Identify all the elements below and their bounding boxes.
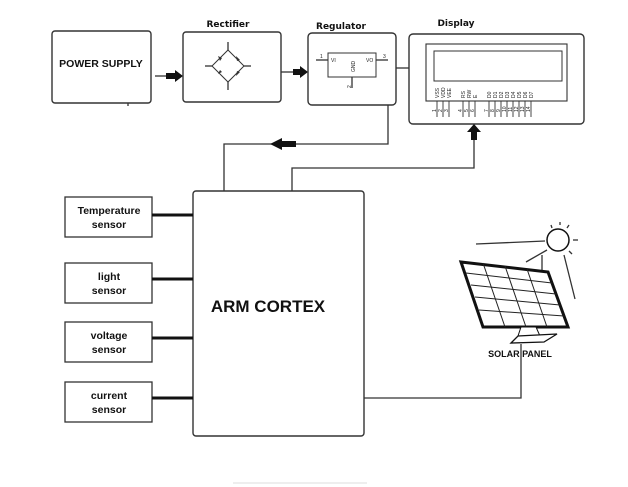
lcd-pin-number: 1 [432, 109, 438, 112]
solar-to-controller-line [364, 344, 522, 399]
arrow-rectifier-to-regulator [281, 66, 308, 78]
solar-panel-icon [458, 260, 571, 344]
lcd-pin-label: D7 [529, 91, 535, 98]
lcd-pin-number: 2 [438, 109, 444, 112]
lcd-pin-number: 14 [526, 106, 532, 112]
sensor-block: voltage sensor [64, 321, 193, 363]
lcd-pin-number: 10 [502, 106, 508, 112]
lcd-pin-label: D5 [517, 91, 523, 98]
regulator-vi-label: VI [331, 58, 336, 64]
sensor-label-line1: current [91, 390, 128, 402]
arm-cortex-block: ARM CORTEX [192, 190, 365, 437]
display-title: Display [437, 19, 474, 29]
lcd-pin-label: D1 [493, 91, 499, 98]
regulator-block: Regulator 1 3 VI VO GND 2 [307, 22, 397, 106]
sensor-label-line2: sensor [92, 219, 126, 231]
sensor-block: Temperature sensor [64, 196, 193, 238]
lcd-pin-number: 4 [458, 109, 464, 112]
sensor-list: Temperature sensor light sensor voltage senso… [64, 196, 193, 423]
lcd-pin-label: VSS [435, 87, 441, 98]
regulator-title: Regulator [316, 22, 367, 32]
power-supply-label: POWER SUPPLY [59, 58, 143, 70]
sensor-label-line2: sensor [92, 404, 126, 416]
lcd-pin-label: VEE [447, 87, 453, 98]
lcd-pin-number: 12 [514, 106, 520, 112]
regulator-pin2-label: 2 [347, 85, 353, 88]
solar-panel-block: SOLAR PANEL [364, 222, 578, 399]
lcd-pin-label: D0 [487, 91, 493, 98]
lcd-pin-label: D3 [505, 91, 511, 98]
lcd-pin-label: RW [467, 89, 473, 98]
regulator-ic-icon: 1 3 VI VO GND 2 [316, 52, 388, 88]
lcd-pin-number: 13 [520, 106, 526, 112]
lcd-pin-number: 8 [490, 109, 496, 112]
solar-panel-label: SOLAR PANEL [488, 349, 552, 359]
left-arrow-icon [270, 138, 296, 150]
lcd-pin-label: VDD [441, 87, 447, 98]
lcd-pin-label: E [473, 94, 479, 98]
lcd-pin-number: 7 [484, 109, 490, 112]
lcd-pin-number: 6 [470, 109, 476, 112]
regulator-pin3-label: 3 [383, 54, 386, 60]
lcd-pin-number: 9 [496, 109, 502, 112]
arrow-power-to-rectifier [155, 70, 183, 82]
lcd-screen [433, 50, 563, 82]
lcd-module-outline [425, 43, 568, 102]
sensor-label-line2: sensor [92, 344, 126, 356]
lcd-pin-label: D6 [523, 91, 529, 98]
lcd-pins: VSS 1 VDD 2 VEE 3 RS 4 RW 5 E 6 D0 7 D1 8 D2 9 D3 10 D4 11 D5 1… [432, 87, 535, 117]
lcd-pin-number: 5 [464, 109, 470, 112]
sensor-label-line1: light [98, 271, 121, 283]
lcd-pin-label: RS [461, 90, 467, 98]
sensor-label-line1: voltage [91, 330, 128, 342]
regulator-pin1-label: 1 [320, 54, 323, 60]
sensor-label-line2: sensor [92, 285, 126, 297]
regulator-vo-label: VO [366, 58, 373, 64]
display-block: Display VSS 1 VDD 2 VEE 3 RS 4 RW 5 E 6 D0 7 D1 8 D2 9 D3 1… [408, 19, 585, 125]
lcd-pin-number: 3 [444, 109, 450, 112]
lcd-pin-number: 11 [508, 107, 514, 112]
lcd-pin-label: D4 [511, 91, 517, 98]
rectifier-block: Rectifier [182, 20, 282, 103]
sensor-label-line1: Temperature [78, 205, 141, 217]
power-feed-to-controller [223, 105, 389, 191]
arm-cortex-label: ARM CORTEX [211, 297, 326, 316]
regulator-gnd-label: GND [351, 61, 357, 73]
lcd-pin-label: D2 [499, 91, 505, 98]
sensor-block: light sensor [64, 262, 193, 304]
bridge-rectifier-icon [205, 42, 251, 90]
power-supply-block: POWER SUPPLY [51, 30, 152, 106]
sensor-block: current sensor [64, 381, 193, 423]
up-arrow-icon [467, 124, 481, 140]
rectifier-title: Rectifier [207, 20, 251, 30]
controller-to-display-link [291, 124, 481, 191]
